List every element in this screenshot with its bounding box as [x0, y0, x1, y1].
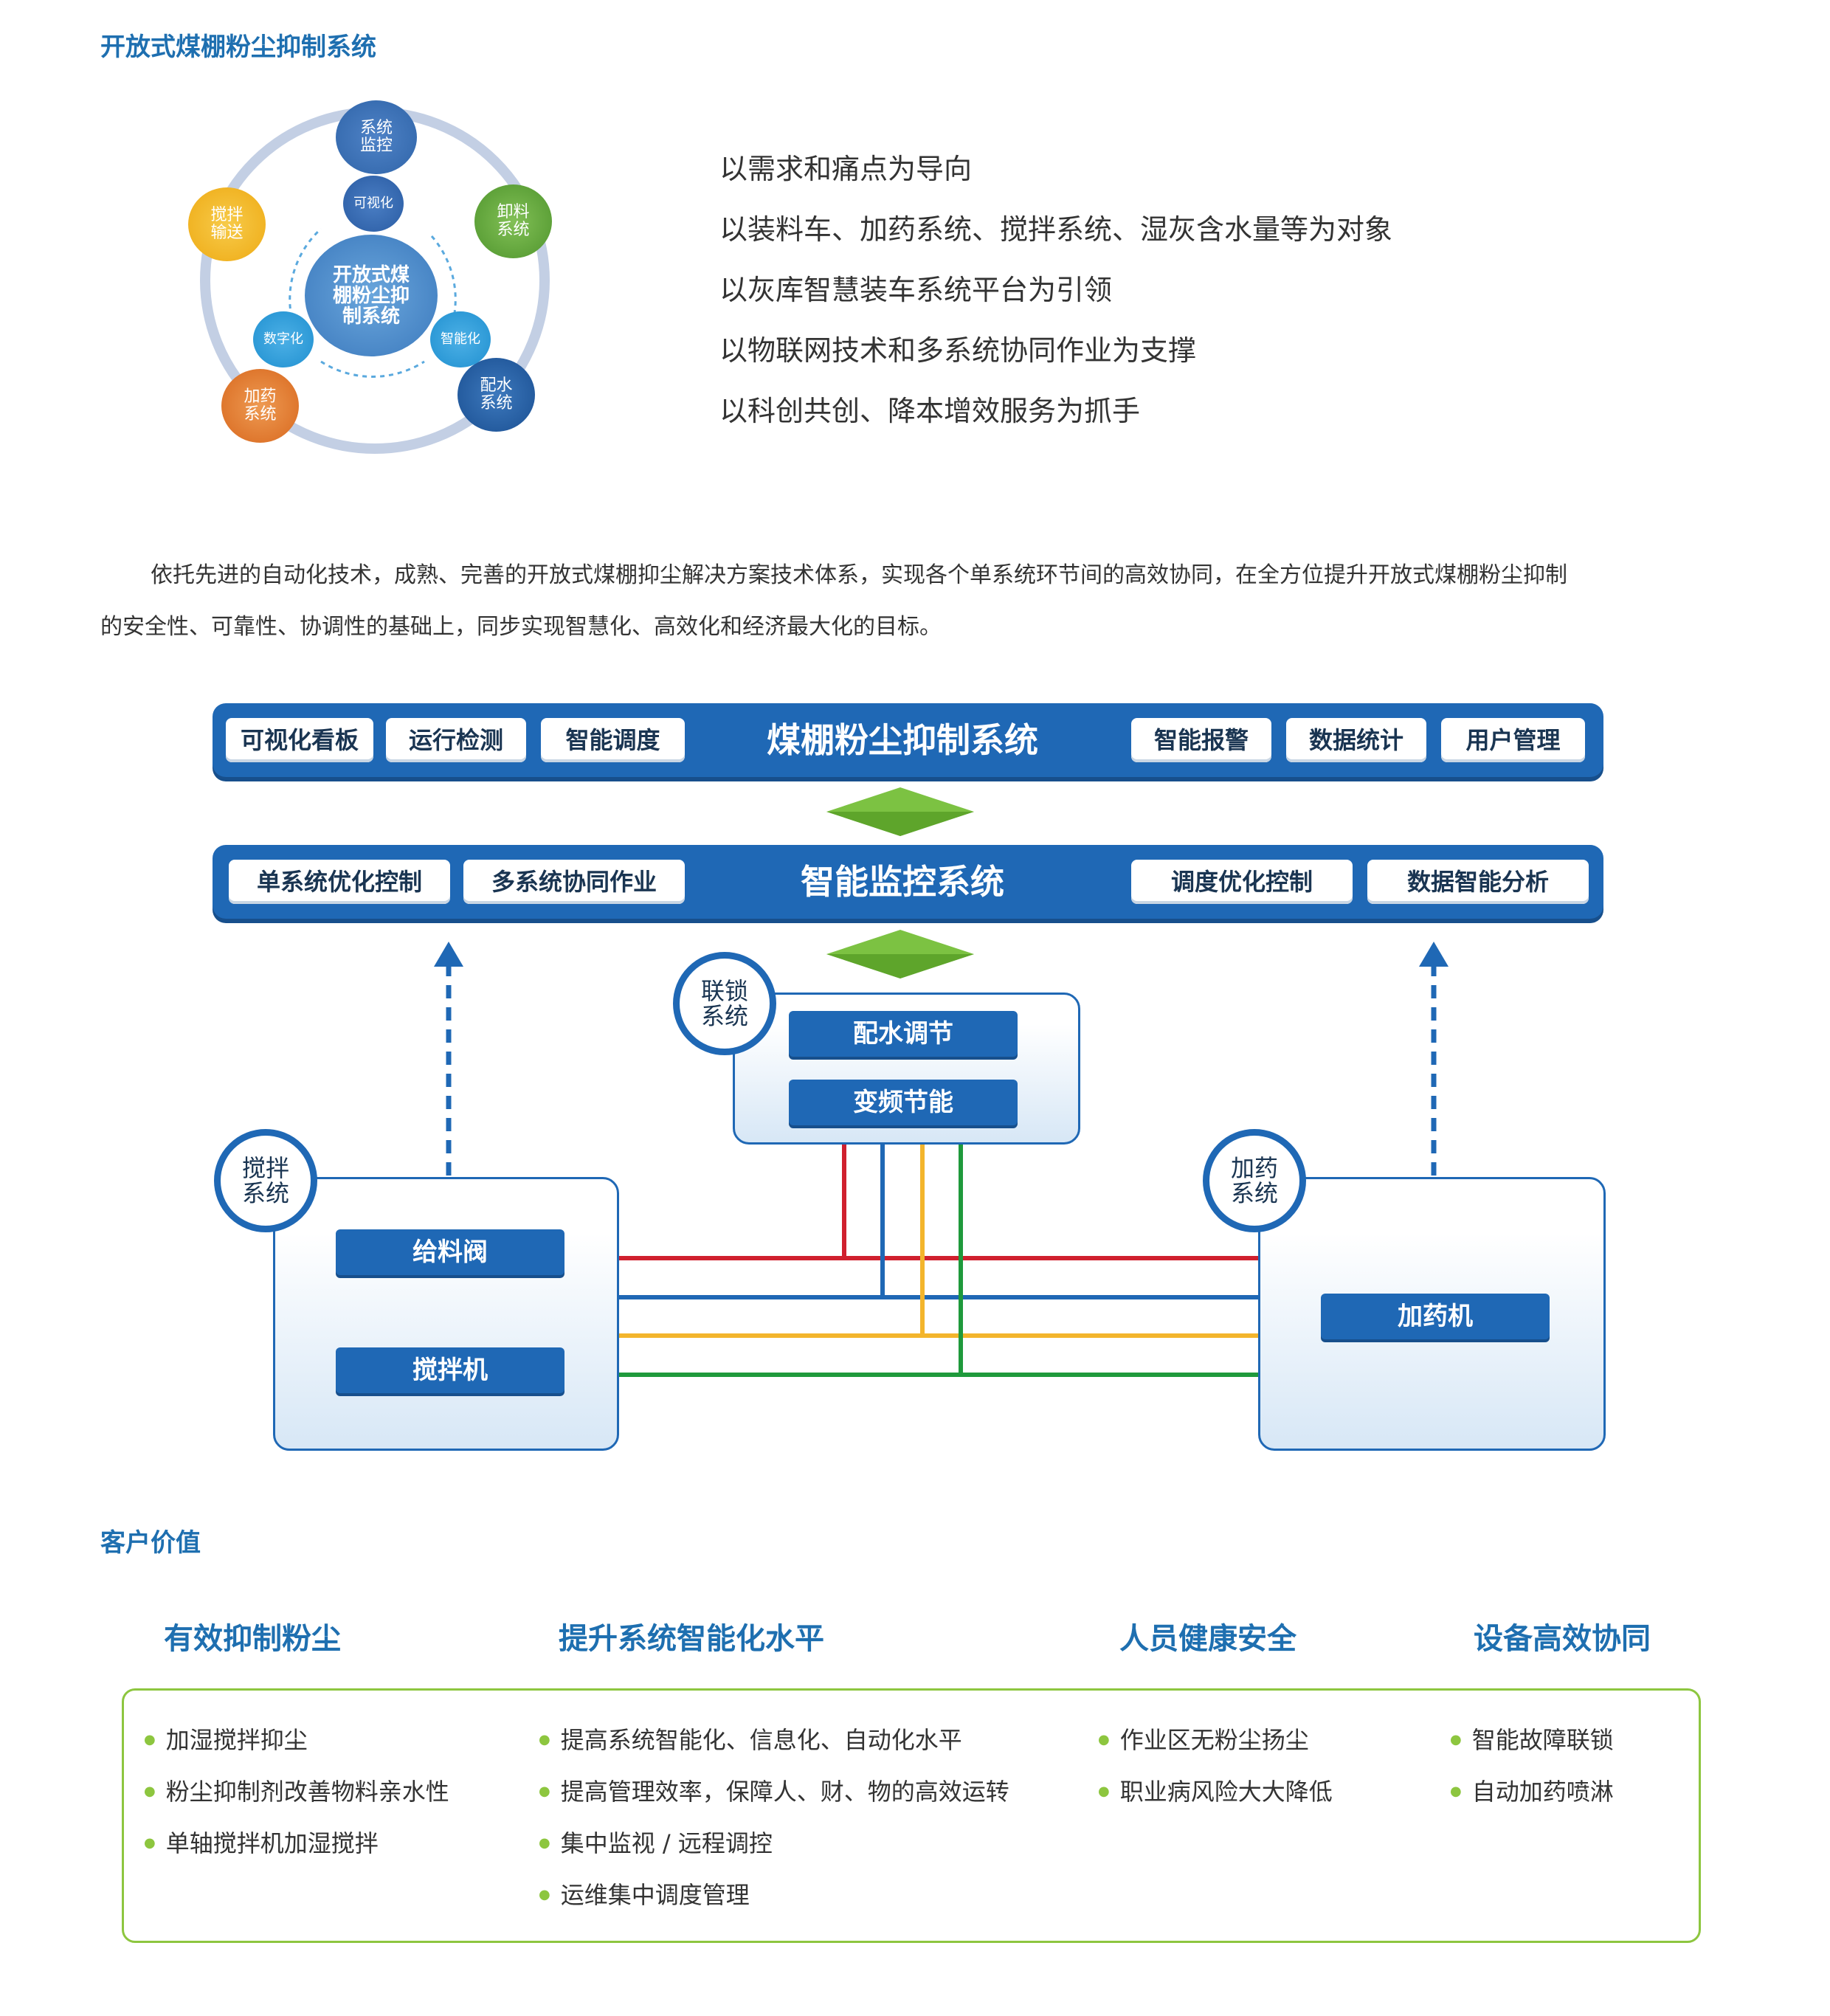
cycle-inner-visual: 可视化	[343, 176, 404, 232]
cv-heading-dust: 有效抑制粉尘	[164, 1622, 341, 1656]
cv-item: 单轴搅拌机加湿搅拌	[144, 1825, 379, 1859]
cv-heading-collab: 设备高效协同	[1474, 1622, 1651, 1656]
cycle-inner-smart: 智能化	[430, 311, 491, 367]
cv-item: 智能故障联锁	[1450, 1722, 1614, 1756]
top-system-bar: 可视化看板 运行检测 智能调度 煤棚粉尘抑制系统 智能报警 数据统计 用户管理	[213, 703, 1603, 777]
customer-value-title: 客户价值	[100, 1528, 201, 1558]
cv-item: 加湿搅拌抑尘	[144, 1722, 308, 1756]
pill-multi-collab: 多系统协同作业	[463, 860, 685, 904]
dosing-label: 加药系统	[1203, 1129, 1306, 1232]
cycle-node-mixing: 搅拌输送	[188, 187, 266, 261]
mixing-label: 搅拌系统	[214, 1129, 317, 1232]
pill-single-opt: 单系统优化控制	[229, 860, 450, 904]
pill-visual-board: 可视化看板	[226, 718, 373, 762]
dosing-panel: 加药机	[1258, 1177, 1606, 1451]
cv-item: 粉尘抑制剂改善物料亲水性	[144, 1773, 449, 1807]
dosing-machine-button[interactable]: 加药机	[1321, 1294, 1550, 1339]
cv-item: 自动加药喷淋	[1450, 1773, 1614, 1807]
interlock-label: 联锁系统	[673, 952, 776, 1055]
feed-valve-button[interactable]: 给料阀	[336, 1229, 564, 1275]
water-adjust-button[interactable]: 配水调节	[789, 1011, 1018, 1057]
principle-2: 以装料车、加药系统、搅拌系统、湿灰含水量等为对象	[719, 213, 1393, 246]
top-bar-title: 煤棚粉尘抑制系统	[767, 720, 1038, 760]
pill-user-mgmt: 用户管理	[1441, 718, 1585, 762]
section-title: 开放式煤棚粉尘抑制系统	[100, 32, 376, 62]
customer-value-box	[122, 1688, 1701, 1943]
cycle-center: 开放式煤棚粉尘抑制系统	[305, 235, 438, 356]
pill-smart-alarm: 智能报警	[1131, 718, 1271, 762]
mid-bar-title: 智能监控系统	[801, 862, 1004, 902]
intro-paragraph-line1: 依托先进的自动化技术，成熟、完善的开放式煤棚抑尘解决方案技术体系，实现各个单系统…	[151, 562, 1567, 588]
cycle-node-water: 配水系统	[458, 358, 535, 432]
vfd-energy-button[interactable]: 变频节能	[789, 1080, 1018, 1125]
principle-1: 以需求和痛点为导向	[719, 153, 973, 185]
connection-lines	[434, 942, 1449, 1377]
cycle-inner-digital: 数字化	[253, 311, 314, 367]
intro-paragraph-line2: 的安全性、可靠性、协调性的基础上，同步实现智慧化、高效化和经济最大化的目标。	[100, 614, 942, 640]
pill-data-stats: 数据统计	[1286, 718, 1426, 762]
cycle-node-dosing: 加药系统	[221, 369, 299, 443]
pill-run-detect: 运行检测	[386, 718, 526, 762]
cv-item: 运维集中调度管理	[539, 1877, 750, 1910]
pill-data-analysis: 数据智能分析	[1367, 860, 1589, 904]
interlock-panel: 配水调节 变频节能	[733, 993, 1080, 1145]
cv-item: 集中监视 / 远程调控	[539, 1825, 773, 1859]
cycle-node-system-monitor: 系统监控	[336, 100, 417, 174]
cycle-node-unloading: 卸料系统	[474, 184, 552, 258]
cv-item: 提高管理效率，保障人、财、物的高效运转	[539, 1773, 1009, 1807]
cv-heading-intelligence: 提升系统智能化水平	[559, 1622, 824, 1656]
mixer-button[interactable]: 搅拌机	[336, 1347, 564, 1393]
cv-item: 职业病风险大大降低	[1098, 1773, 1333, 1807]
cv-item: 作业区无粉尘扬尘	[1098, 1722, 1309, 1756]
mixing-panel: 给料阀 搅拌机	[273, 1177, 619, 1451]
mid-system-bar: 单系统优化控制 多系统协同作业 智能监控系统 调度优化控制 数据智能分析	[213, 845, 1603, 919]
cycle-diagram: 开放式煤棚粉尘抑制系统 系统监控 卸料系统 配水系统 加药系统 搅拌输送 可视化…	[188, 96, 557, 465]
bidirectional-arrow-mid	[826, 930, 974, 978]
cv-heading-safety: 人员健康安全	[1119, 1622, 1296, 1656]
bidirectional-arrow-top	[826, 787, 974, 836]
principle-4: 以物联网技术和多系统协同作业为支撑	[719, 334, 1197, 367]
pill-dispatch-opt: 调度优化控制	[1131, 860, 1353, 904]
cv-item: 提高系统智能化、信息化、自动化水平	[539, 1722, 962, 1756]
principle-5: 以科创共创、降本增效服务为抓手	[719, 395, 1141, 427]
pill-smart-dispatch: 智能调度	[541, 718, 685, 762]
principle-3: 以灰库智慧装车系统平台为引领	[719, 274, 1113, 306]
